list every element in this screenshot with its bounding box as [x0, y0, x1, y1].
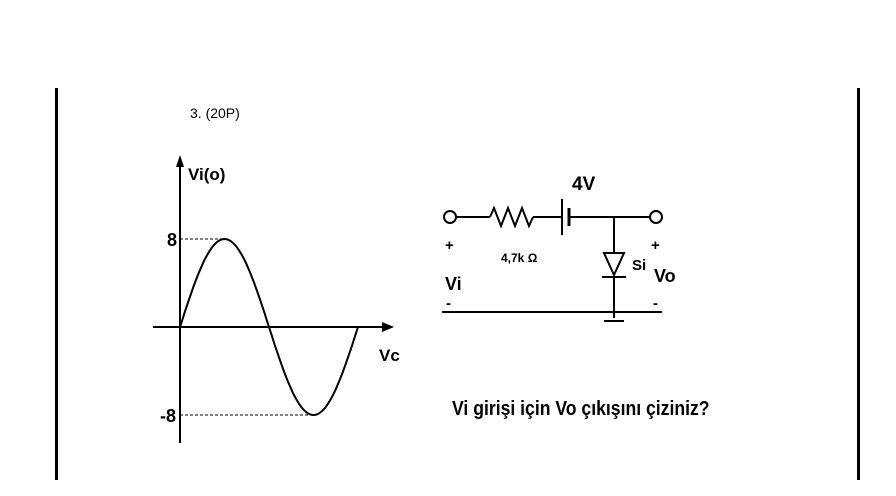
y-axis-arrow-icon: [176, 155, 184, 167]
input-terminal: [443, 210, 457, 224]
x-axis-label: Vc: [379, 346, 400, 365]
sine-wave-curve: [179, 237, 359, 417]
input-plus-sign: +: [445, 237, 454, 254]
input-minus-sign: -: [446, 295, 451, 312]
output-terminal: [649, 210, 663, 224]
output-minus-sign: -: [653, 295, 658, 312]
circuit-diagram: 4V 4,7k Ω Si + Vi - + Vo -: [442, 174, 676, 322]
resistor-icon: [489, 205, 534, 229]
right-border-line: [857, 88, 860, 480]
diode-icon: [602, 252, 626, 278]
trough-label: -8: [160, 406, 176, 426]
diode-label: Si: [632, 257, 646, 274]
resistor-label: 4,7k Ω: [501, 251, 538, 265]
x-axis-arrow-icon: [382, 322, 394, 332]
input-label: Vi: [445, 274, 462, 294]
output-label: Vo: [654, 266, 676, 286]
peak-label: 8: [167, 230, 177, 250]
output-plus-sign: +: [651, 237, 660, 254]
waveform-graph: Vi(o) Vc 8 -8: [153, 155, 400, 443]
left-border-line: [55, 88, 58, 480]
question-text: Vi girişi için Vo çıkışını çiziniz?: [452, 398, 710, 420]
battery-label: 4V: [572, 174, 596, 195]
y-axis-label: Vi(o): [188, 165, 225, 184]
question-number: 3. (20P): [190, 105, 240, 121]
